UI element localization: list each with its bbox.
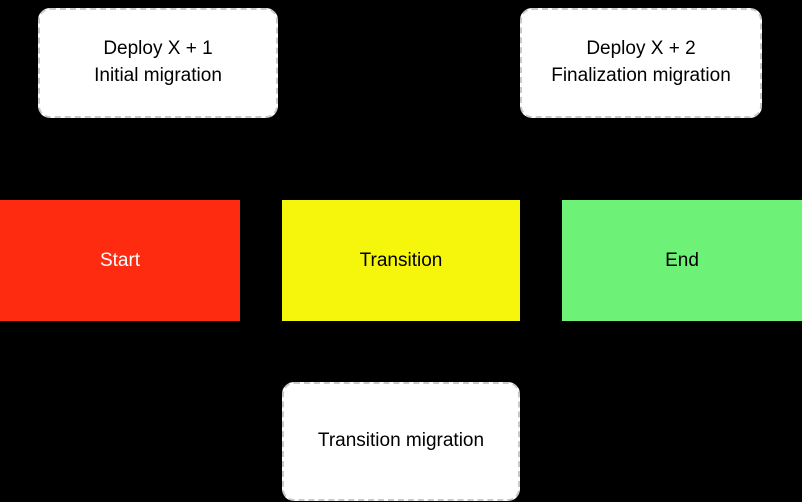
start-stage-label: Start — [99, 249, 141, 271]
deploy-x1-subtitle: Initial migration — [94, 65, 222, 86]
deploy-x2-title: Deploy X + 2 — [586, 38, 696, 60]
end-stage-label: End — [665, 249, 699, 271]
deploy-x2-note: Deploy X + 2 Finalization migration — [520, 8, 762, 118]
deploy-x2-subtitle: Finalization migration — [551, 65, 731, 86]
end-stage-node: End — [562, 200, 802, 321]
start-stage-node: Start — [0, 200, 240, 321]
transition-stage-label: Transition — [359, 249, 443, 271]
deploy-x1-title: Deploy X + 1 — [103, 38, 213, 60]
deploy-x1-note: Deploy X + 1 Initial migration — [38, 8, 278, 118]
transition-migration-note: Transition migration — [282, 382, 520, 501]
transition-migration-label: Transition migration — [317, 430, 485, 452]
transition-stage-node: Transition — [282, 200, 520, 321]
